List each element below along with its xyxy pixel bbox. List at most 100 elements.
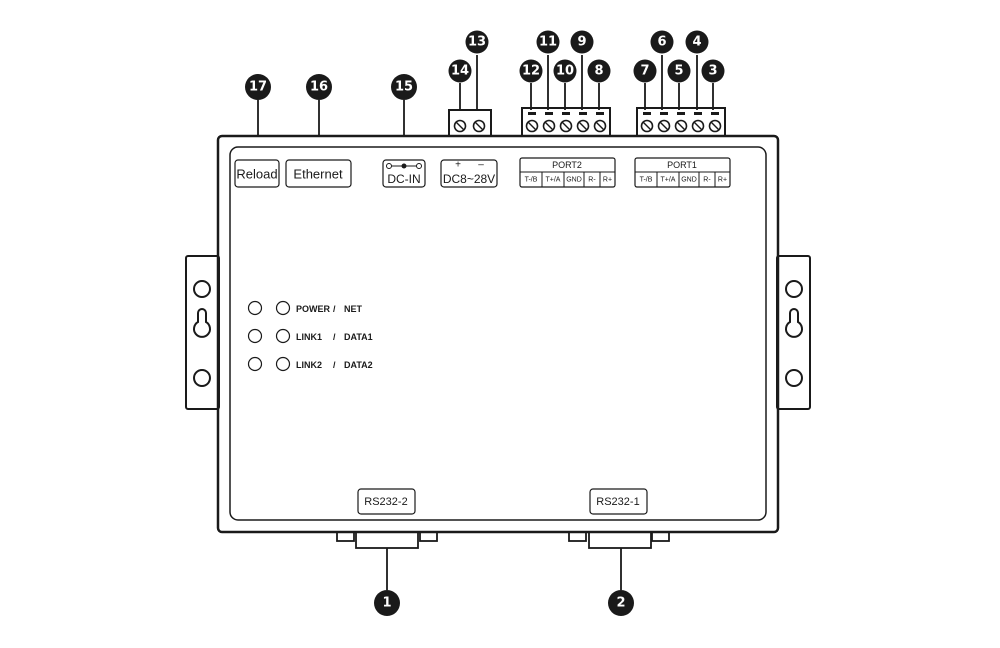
terminal-tab	[694, 112, 702, 115]
led-separator: /	[333, 332, 336, 342]
mounting-ear-left	[185, 255, 220, 410]
callout-8: 8	[587, 59, 611, 83]
terminal-screw-slot	[710, 121, 720, 131]
terminal-screw	[674, 119, 688, 133]
terminal-tab	[545, 112, 553, 115]
callout-markers: 1 2 3 4 5 6 7 8 9 10 11 12 13 14 15 16 1…	[245, 30, 725, 616]
led-separator: /	[333, 304, 336, 314]
callout-6: 6	[650, 30, 674, 54]
pin-label: GND	[681, 177, 697, 184]
callout-17: 17	[245, 74, 271, 100]
terminal-screw	[576, 119, 590, 133]
terminal-screw	[657, 119, 671, 133]
svg-text:11: 11	[539, 35, 557, 50]
port2-title: PORT2	[552, 160, 582, 170]
power-plus-label: +	[455, 160, 461, 171]
led-row-link1-data1: LINK1 / DATA1	[247, 328, 373, 344]
mounting-ear-right	[776, 255, 811, 410]
svg-text:4: 4	[692, 35, 701, 50]
led-row-power-net: POWER / NET	[247, 300, 363, 316]
svg-text:3: 3	[708, 64, 717, 79]
led-right-label: DATA1	[344, 332, 373, 342]
rs232-1-connector	[568, 531, 670, 549]
svg-text:6: 6	[657, 35, 666, 50]
callout-5: 5	[667, 59, 691, 83]
power-range-label: DC8~28V	[443, 172, 495, 186]
svg-text:15: 15	[395, 80, 413, 95]
callout-15: 15	[391, 74, 417, 100]
led-indicator	[247, 300, 263, 316]
svg-text:13: 13	[468, 35, 486, 50]
rs232-1-label-box: RS232-1	[589, 488, 648, 515]
led-left-label: LINK2	[296, 360, 322, 370]
svg-text:10: 10	[556, 64, 574, 79]
dcin-label: DC-IN	[387, 172, 420, 186]
callout-11: 11	[536, 30, 560, 54]
led-indicator	[275, 300, 291, 316]
callout-13: 13	[465, 30, 489, 54]
pin-label: T-/B	[525, 177, 538, 184]
svg-text:9: 9	[577, 35, 586, 50]
terminal-screw-slot	[693, 121, 703, 131]
rs232-2-label: RS232-2	[364, 496, 407, 508]
terminal-tab	[528, 112, 536, 115]
terminal-screw-slot	[659, 121, 669, 131]
terminal-tab	[643, 112, 651, 115]
callout-7: 7	[633, 59, 657, 83]
terminal-tab	[579, 112, 587, 115]
terminal-screw-slot	[578, 121, 588, 131]
pin-label: T+/A	[661, 177, 676, 184]
callout-9: 9	[570, 30, 594, 54]
leader-lines	[257, 55, 714, 590]
led-indicator	[247, 328, 263, 344]
svg-text:5: 5	[674, 64, 683, 79]
terminal-screw-slot	[527, 121, 537, 131]
svg-text:7: 7	[640, 64, 649, 79]
callout-2: 2	[608, 590, 634, 616]
led-left-label: LINK1	[296, 332, 322, 342]
terminal-screw-slot	[595, 121, 605, 131]
device-faceplate	[229, 146, 767, 521]
terminal-screw	[708, 119, 722, 133]
led-indicator	[275, 328, 291, 344]
callout-14: 14	[448, 59, 472, 83]
led-group: POWER / NET LINK1 / DATA1 LINK2 / DATA2	[247, 300, 373, 372]
terminal-block-body	[521, 107, 611, 137]
dcin-label-box: DC-IN	[382, 159, 426, 188]
callout-10: 10	[553, 59, 577, 83]
led-indicator	[247, 356, 263, 372]
rs232-2-connector	[336, 531, 438, 549]
terminal-tab	[711, 112, 719, 115]
port1-title: PORT1	[667, 160, 697, 170]
terminal-screw	[542, 119, 556, 133]
terminal-screw	[593, 119, 607, 133]
terminal-tab	[562, 112, 570, 115]
terminal-block-port2	[521, 107, 611, 137]
callout-1: 1	[374, 590, 400, 616]
svg-text:1: 1	[382, 596, 391, 611]
terminal-tab	[677, 112, 685, 115]
svg-text:16: 16	[310, 80, 328, 95]
led-left-label: POWER	[296, 304, 331, 314]
terminal-block-body	[636, 107, 726, 137]
svg-text:8: 8	[594, 64, 603, 79]
terminal-screw-slot	[642, 121, 652, 131]
terminal-block-port1	[636, 107, 726, 137]
terminal-screw	[559, 119, 573, 133]
terminal-screw-slot	[561, 121, 571, 131]
led-row-link2-data2: LINK2 / DATA2	[247, 356, 373, 372]
terminal-block-power	[448, 109, 492, 137]
power-range-label-box: + – DC8~28V	[440, 159, 498, 188]
rs232-1-label: RS232-1	[596, 496, 639, 508]
callout-4: 4	[685, 30, 709, 54]
pin-label: R-	[588, 177, 596, 184]
pin-label: T+/A	[546, 177, 561, 184]
rs232-2-label-box: RS232-2	[357, 488, 416, 515]
power-minus-label: –	[478, 160, 484, 171]
pin-label: GND	[566, 177, 582, 184]
terminal-tab	[596, 112, 604, 115]
